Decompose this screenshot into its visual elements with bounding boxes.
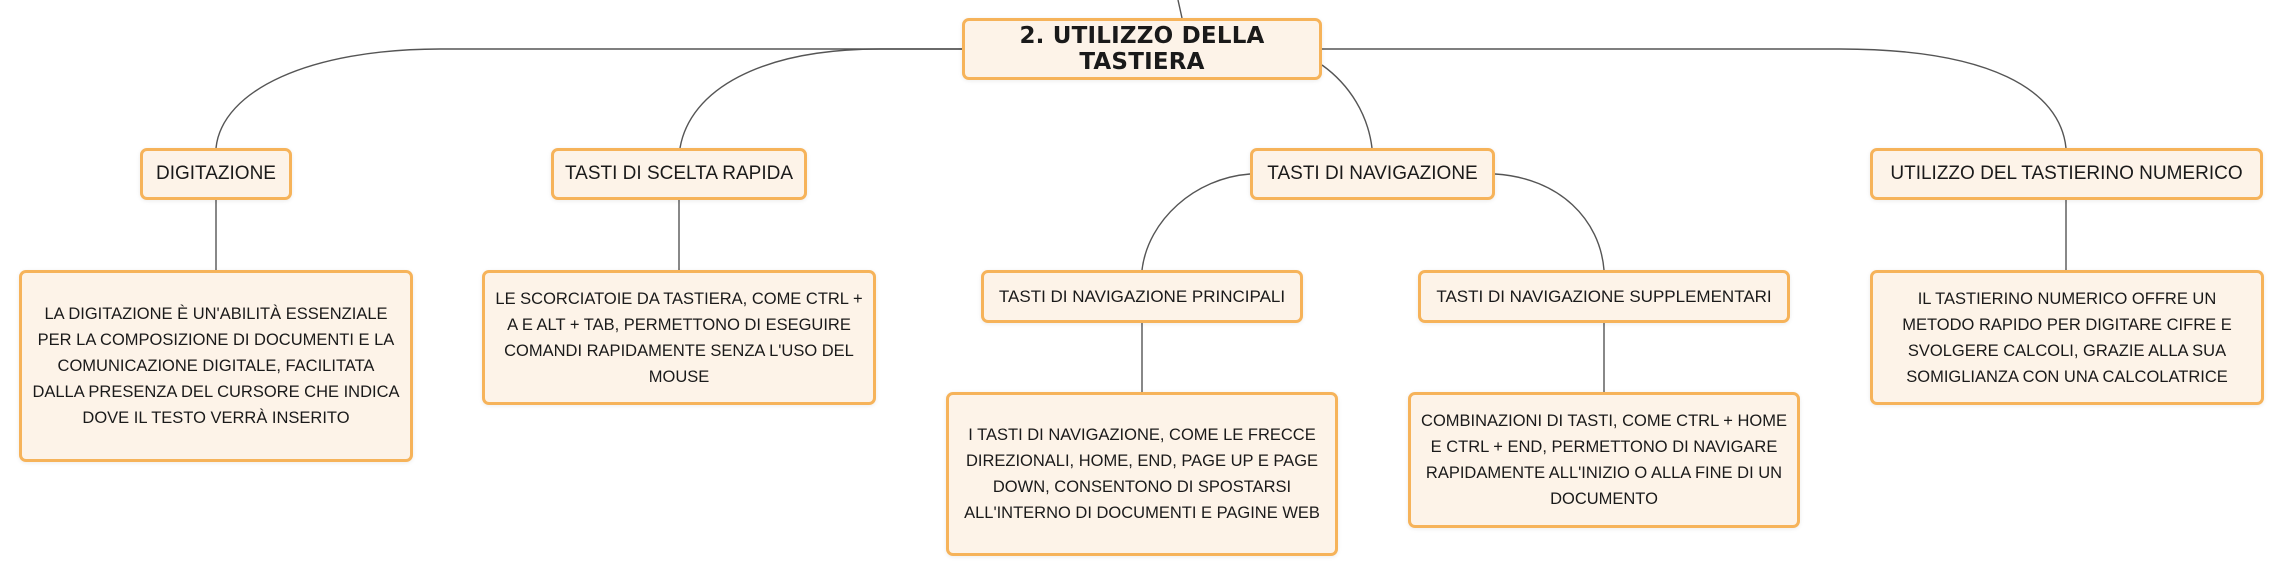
leaf-text: LE SCORCIATOIE DA TASTIERA, COME CTRL + … <box>495 289 863 386</box>
leaf-text: I TASTI DI NAVIGAZIONE, COME LE FRECCE D… <box>964 426 1320 522</box>
connector-root-scelta-rapida <box>679 48 962 149</box>
sub-branch-navigazione-principali[interactable]: TASTI DI NAVIGAZIONE PRINCIPALI <box>981 270 1303 323</box>
connector-root-navigazione <box>1321 64 1373 149</box>
sub-branch-label: TASTI DI NAVIGAZIONE SUPPLEMENTARI <box>1436 286 1772 306</box>
leaf-tastierino-numerico[interactable]: IL TASTIERINO NUMERICO OFFRE UN METODO R… <box>1870 270 2264 405</box>
leaf-tasti-scelta-rapida[interactable]: LE SCORCIATOIE DA TASTIERA, COME CTRL + … <box>482 270 876 405</box>
root-node[interactable]: 2. UTILIZZO DELLA TASTIERA <box>962 18 1322 80</box>
branch-tasti-scelta-rapida[interactable]: TASTI DI SCELTA RAPIDA <box>551 148 807 200</box>
leaf-text: COMBINAZIONI DI TASTI, COME CTRL + HOME … <box>1421 412 1787 508</box>
branch-label: DIGITAZIONE <box>156 163 276 184</box>
leaf-digitazione[interactable]: LA DIGITAZIONE È UN'ABILITÀ ESSENZIALE P… <box>19 270 413 462</box>
connector-parent <box>1177 0 1183 19</box>
leaf-text: LA DIGITAZIONE È UN'ABILITÀ ESSENZIALE P… <box>32 305 400 427</box>
root-label: 2. UTILIZZO DELLA TASTIERA <box>1019 23 1265 75</box>
branch-tastierino-numerico[interactable]: UTILIZZO DEL TASTIERINO NUMERICO <box>1870 148 2263 200</box>
branch-digitazione[interactable]: DIGITAZIONE <box>140 148 292 200</box>
connector-root-digitazione <box>215 48 962 149</box>
branch-label: UTILIZZO DEL TASTIERINO NUMERICO <box>1890 163 2243 184</box>
connector-root-tastierino <box>1322 48 2067 149</box>
branch-tasti-navigazione[interactable]: TASTI DI NAVIGAZIONE <box>1250 148 1495 200</box>
connector-nav-principali <box>1141 173 1251 271</box>
leaf-text: IL TASTIERINO NUMERICO OFFRE UN METODO R… <box>1902 289 2232 386</box>
leaf-navigazione-principali[interactable]: I TASTI DI NAVIGAZIONE, COME LE FRECCE D… <box>946 392 1338 556</box>
leaf-navigazione-supplementari[interactable]: COMBINAZIONI DI TASTI, COME CTRL + HOME … <box>1408 392 1800 528</box>
branch-label: TASTI DI NAVIGAZIONE <box>1267 163 1478 184</box>
branch-label: TASTI DI SCELTA RAPIDA <box>564 163 794 184</box>
sub-branch-navigazione-supplementari[interactable]: TASTI DI NAVIGAZIONE SUPPLEMENTARI <box>1418 270 1790 323</box>
sub-branch-label: TASTI DI NAVIGAZIONE PRINCIPALI <box>998 286 1286 306</box>
connector-nav-supplementari <box>1494 173 1605 271</box>
